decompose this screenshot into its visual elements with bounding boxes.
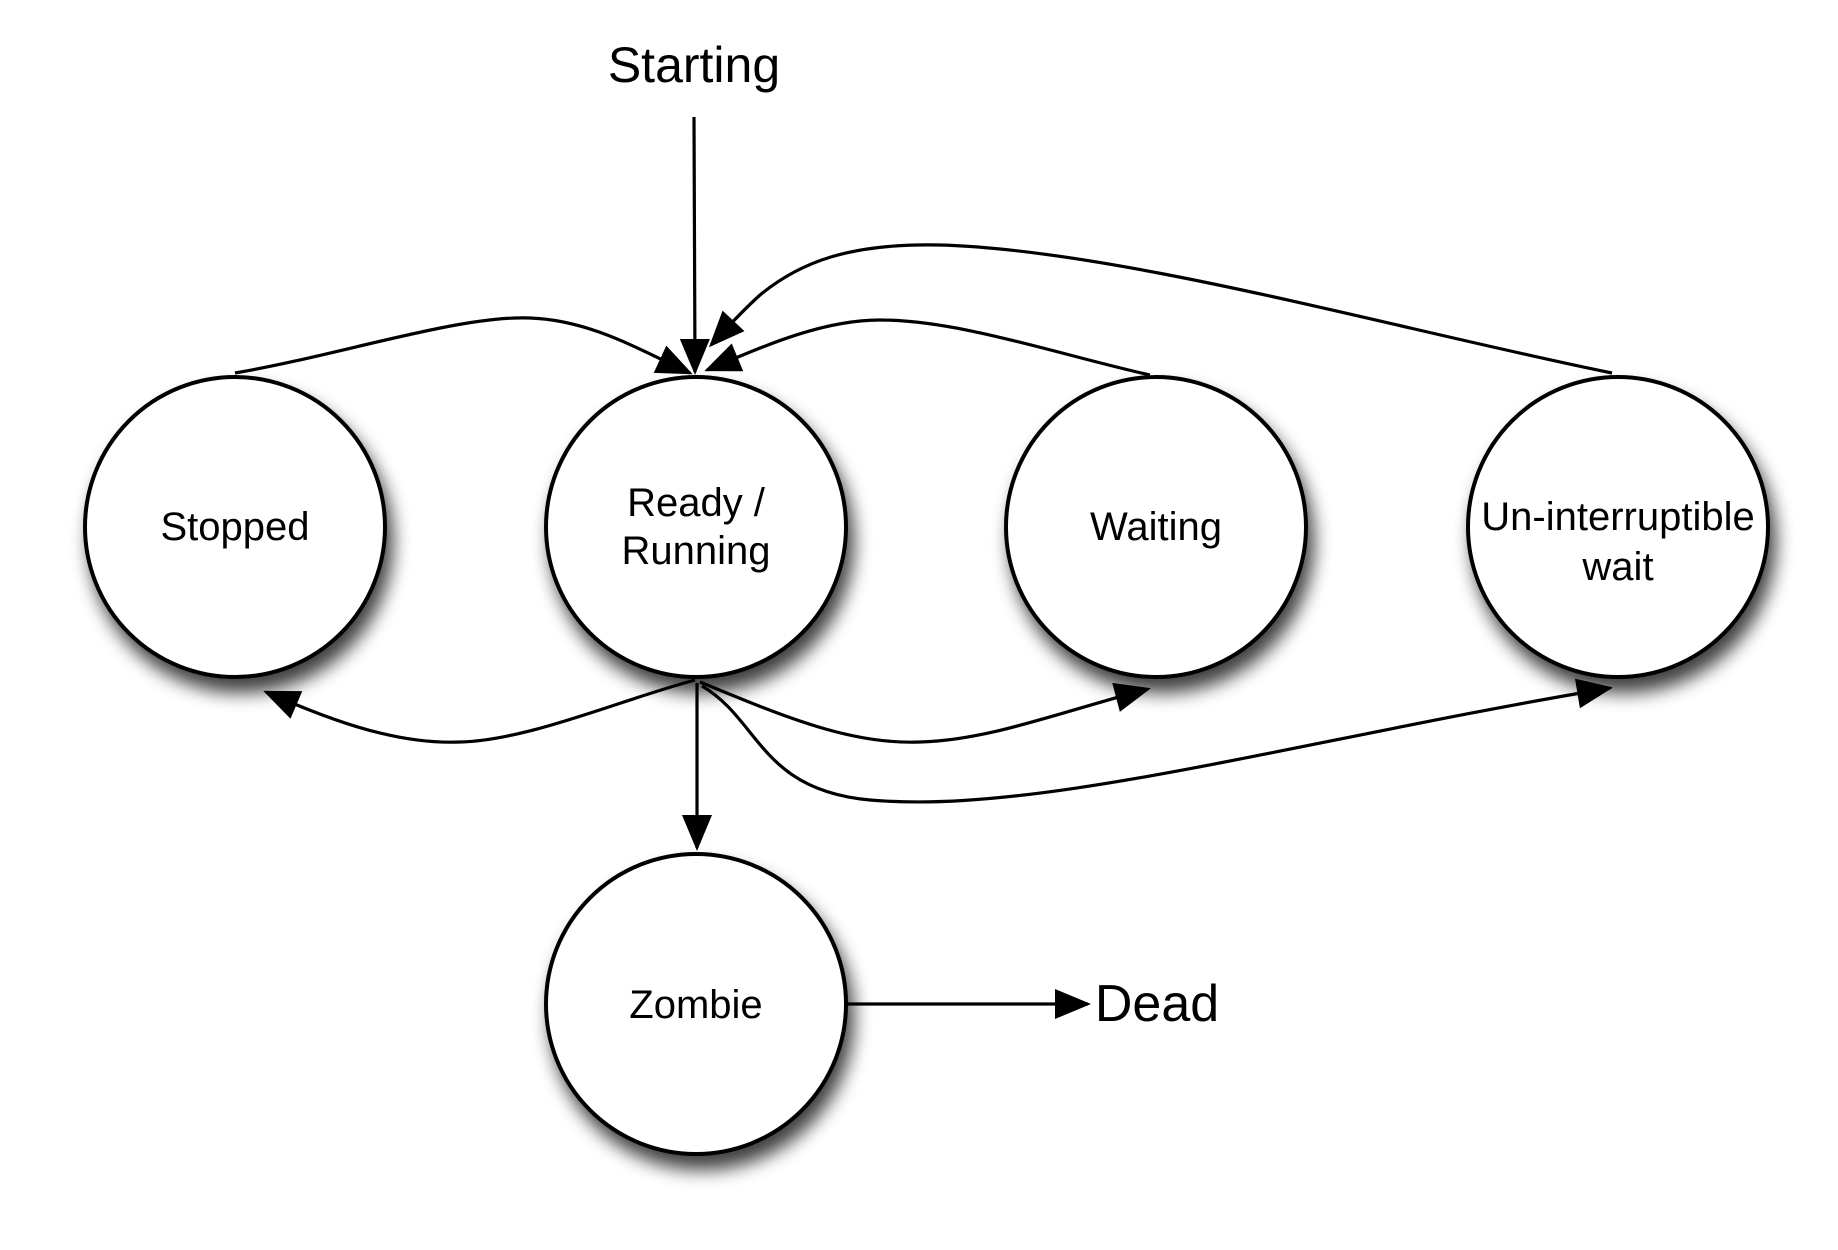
transitions: [234, 116, 1613, 1019]
edge-ready-running-to-uninterruptible: [701, 678, 1613, 804]
state-label: Zombie: [629, 983, 762, 1027]
state-stopped: Stopped: [83, 375, 387, 679]
end-terminal-label: Dead: [1095, 975, 1219, 1033]
state-label: Stopped: [160, 505, 309, 549]
state-uninterruptible-wait: Un-interruptible wait: [1466, 375, 1770, 679]
state-zombie: Zombie: [544, 852, 848, 1156]
edge-waiting-to-ready-running: [704, 318, 1151, 377]
edge-ready-running-to-stopped: [263, 678, 696, 744]
state-label-line-2: wait: [1581, 545, 1653, 589]
start-terminal-label: Starting: [608, 37, 780, 93]
state-label-line-1: Un-interruptible: [1481, 495, 1754, 539]
edge-stopped-to-ready-running: [234, 316, 693, 375]
state-label-line-1: Ready /: [627, 481, 766, 525]
edge-starting-to-ready-running: [679, 116, 710, 375]
state-ready-running: Ready / Running: [544, 375, 848, 679]
state-label: Waiting: [1090, 505, 1222, 549]
state-label-line-2: Running: [621, 529, 770, 573]
edge-ready-running-to-waiting: [699, 680, 1151, 744]
state-waiting: Waiting: [1004, 375, 1308, 679]
edge-uninterruptible-to-ready-running: [708, 243, 1613, 375]
